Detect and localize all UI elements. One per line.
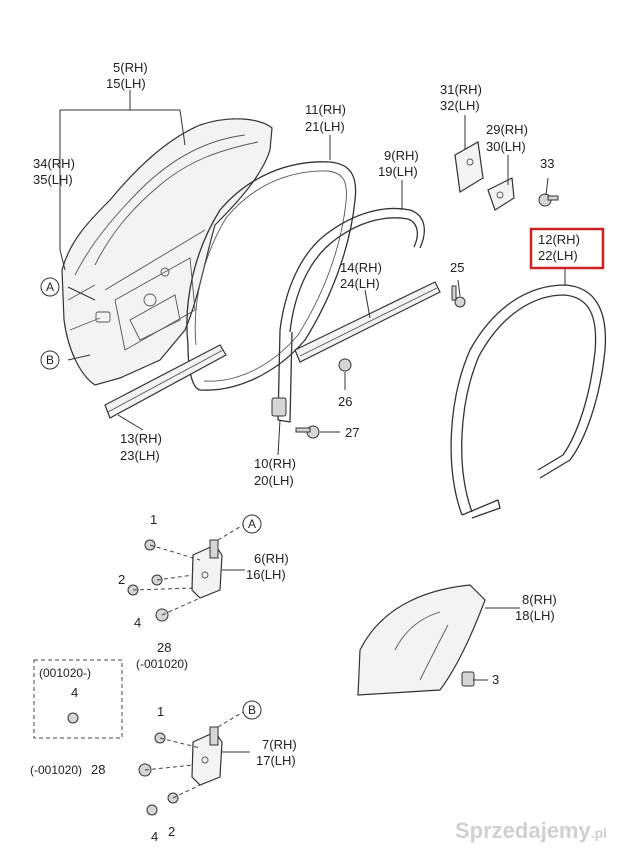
svg-text:10(RH): 10(RH)	[254, 456, 296, 471]
svg-text:6(RH): 6(RH)	[254, 551, 289, 566]
hinge-lower	[138, 711, 244, 816]
bolt-4b-icon	[146, 804, 158, 816]
label-1-lower: 1	[157, 704, 164, 719]
label-28-upper-note: (-001020)	[136, 657, 188, 671]
door-opening-weatherstrip	[450, 284, 607, 519]
label-11-21: 11(RH) 21(LH)	[305, 102, 346, 134]
bolt-25-icon	[451, 285, 466, 308]
svg-text:29(RH): 29(RH)	[486, 122, 528, 137]
svg-text:8(RH): 8(RH)	[522, 592, 557, 607]
svg-text:34(RH): 34(RH)	[33, 156, 75, 171]
callout-a-lower: A	[242, 514, 262, 534]
label-25: 25	[450, 260, 464, 275]
door-panel	[61, 118, 273, 386]
svg-text:13(RH): 13(RH)	[120, 431, 162, 446]
label-3: 3	[492, 672, 499, 687]
label-4-upper: 4	[134, 615, 141, 630]
label-34-35: 34(RH) 35(LH)	[33, 156, 75, 187]
hinge-upper	[127, 524, 244, 622]
svg-text:14(RH): 14(RH)	[340, 260, 382, 275]
label-7-17: 7(RH) 17(LH)	[256, 737, 297, 768]
svg-text:A: A	[46, 280, 54, 294]
belt-weatherstrip-outer	[104, 344, 227, 419]
label-33: 33	[540, 156, 554, 171]
label-31-32: 31(RH) 32(LH)	[440, 82, 482, 113]
svg-text:5(RH): 5(RH)	[113, 60, 148, 75]
svg-text:7(RH): 7(RH)	[262, 737, 297, 752]
label-9-19: 9(RH) 19(LH)	[378, 148, 419, 179]
svg-text:21(LH): 21(LH)	[305, 119, 345, 134]
label-8-18: 8(RH) 18(LH)	[515, 592, 557, 623]
svg-text:15(LH): 15(LH)	[106, 76, 146, 91]
svg-text:19(LH): 19(LH)	[378, 164, 418, 179]
label-27: 27	[345, 425, 359, 440]
fasteners	[295, 193, 559, 439]
svg-text:30(LH): 30(LH)	[486, 139, 526, 154]
svg-text:17(LH): 17(LH)	[256, 753, 296, 768]
label-4-variant: 4	[71, 685, 78, 700]
callout-b-lower: B	[242, 700, 262, 720]
watermark: Sprzedajemy.pl	[455, 818, 607, 843]
glass-run-channel	[271, 207, 425, 423]
svg-text:A: A	[248, 517, 256, 531]
belt-weatherstrip-inner	[294, 281, 441, 363]
door-check-bracket	[454, 141, 515, 211]
callout-a-upper: A	[40, 277, 60, 297]
label-28-lower-note: (-001020)	[30, 763, 82, 777]
label-12-22: 12(RH) 22(LH)	[538, 232, 580, 263]
svg-text:18(LH): 18(LH)	[515, 608, 555, 623]
leader-lines	[59, 90, 566, 753]
label-14-24: 14(RH) 24(LH)	[340, 260, 382, 291]
svg-text:9(RH): 9(RH)	[384, 148, 419, 163]
bolt-33-icon	[538, 193, 559, 207]
label-26: 26	[338, 394, 352, 409]
label-28-upper: 28	[157, 640, 171, 655]
svg-text:22(LH): 22(LH)	[538, 248, 578, 263]
glass-clip	[461, 671, 475, 687]
door-glass	[357, 584, 486, 696]
door-frame-weatherstrip	[186, 161, 357, 391]
label-5-15: 5(RH) 15(LH)	[106, 60, 148, 91]
svg-text:Sprzedajemy.pl: Sprzedajemy.pl	[455, 818, 607, 843]
svg-text:11(RH): 11(RH)	[305, 102, 346, 117]
svg-text:32(LH): 32(LH)	[440, 98, 480, 113]
label-10-20: 10(RH) 20(LH)	[254, 456, 296, 488]
variant-note-box	[33, 659, 123, 739]
label-4-lower: 4	[151, 829, 158, 844]
label-1-upper: 1	[150, 512, 157, 527]
label-2-lower: 2	[168, 824, 175, 839]
nut-26-icon	[338, 358, 352, 372]
svg-text:23(LH): 23(LH)	[120, 448, 160, 463]
svg-text:20(LH): 20(LH)	[254, 473, 294, 488]
label-6-16: 6(RH) 16(LH)	[246, 551, 289, 582]
label-variant-note: (001020-)	[39, 666, 91, 680]
highlight-box	[529, 227, 605, 270]
svg-text:35(LH): 35(LH)	[33, 172, 73, 187]
label-28-lower: 28	[91, 762, 105, 777]
svg-text:B: B	[46, 353, 54, 367]
bolt-4-variant-icon	[67, 712, 79, 724]
label-13-23: 13(RH) 23(LH)	[120, 431, 162, 463]
bolt-27-icon	[295, 425, 320, 439]
svg-text:24(LH): 24(LH)	[340, 276, 380, 291]
callout-b-upper: B	[40, 350, 60, 370]
svg-text:16(LH): 16(LH)	[246, 567, 286, 582]
label-2-upper: 2	[118, 572, 125, 587]
svg-text:31(RH): 31(RH)	[440, 82, 482, 97]
svg-text:B: B	[248, 703, 256, 717]
label-29-30: 29(RH) 30(LH)	[486, 122, 528, 154]
svg-text:12(RH): 12(RH)	[538, 232, 580, 247]
